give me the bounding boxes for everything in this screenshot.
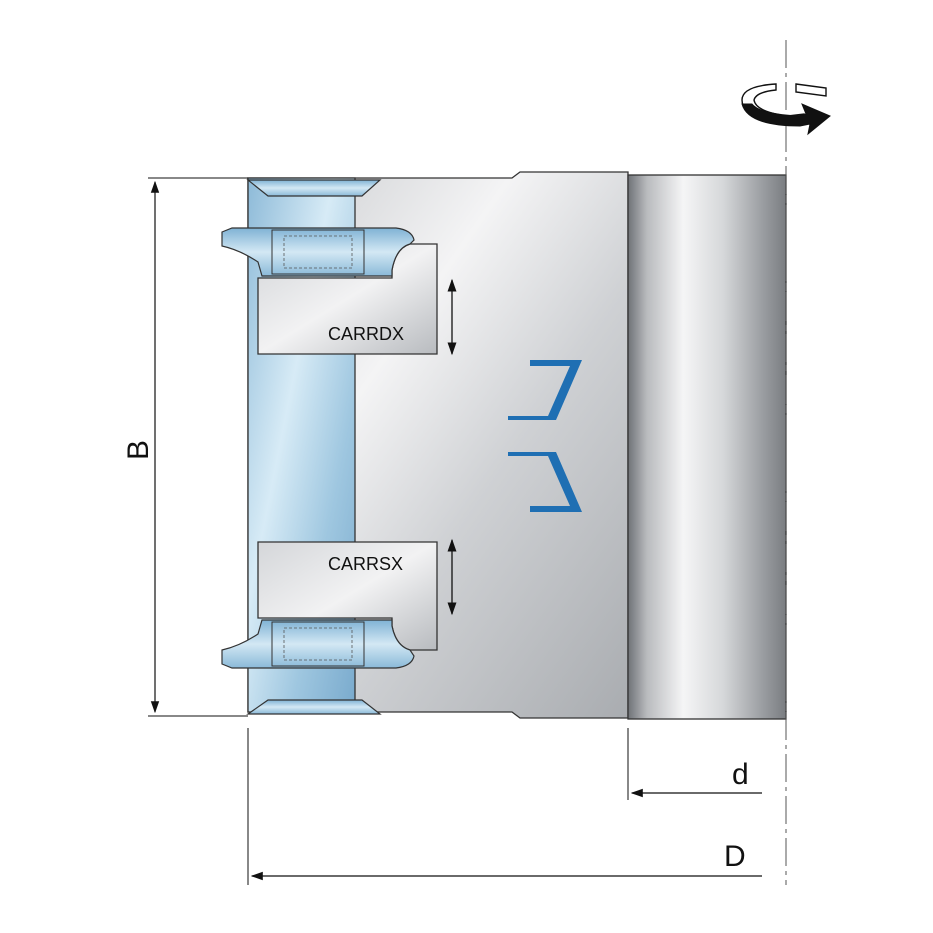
- blue-bracket-logo-icon: [508, 360, 582, 512]
- top-blade-tip: [246, 179, 382, 197]
- carrsx-insert: [221, 619, 415, 669]
- dimension-d-small-label: d: [732, 758, 749, 791]
- bore-shaft: [627, 174, 787, 720]
- carrdx-label: CARRDX: [328, 324, 404, 344]
- carrsx-label: CARRSX: [328, 554, 403, 574]
- rotation-direction-arrow-icon: [741, 83, 831, 136]
- carrdx-insert: [221, 227, 415, 277]
- dimension-b-label: B: [122, 440, 155, 460]
- bottom-blade-tip: [246, 699, 382, 715]
- dimension-d-large-label: D: [724, 840, 746, 873]
